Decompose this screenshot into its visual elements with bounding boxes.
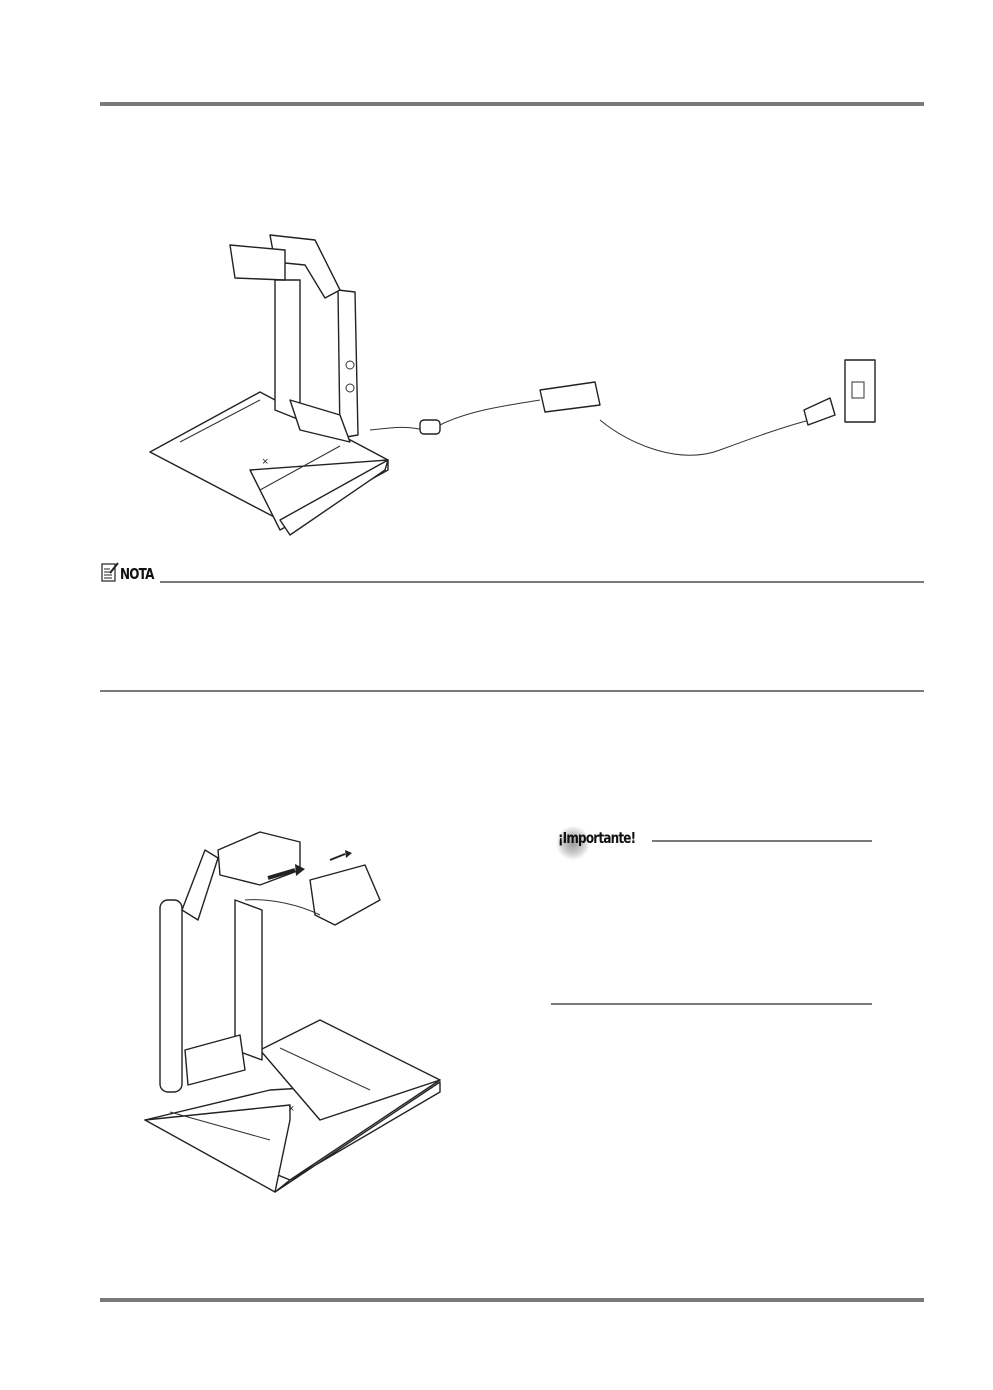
note-rule (160, 581, 924, 583)
section-divider (100, 690, 924, 692)
stand-with-ac-adapter-illustration: × (149, 234, 876, 536)
note-pencil-icon (101, 562, 119, 582)
note-heading: NOTA (120, 565, 154, 583)
svg-text:×: × (262, 456, 268, 468)
bottom-rule (100, 1298, 924, 1302)
important-glow-icon (556, 826, 590, 860)
important-heading: ¡Importante! (558, 829, 636, 847)
svg-text:×: × (288, 1103, 294, 1115)
important-top-rule (652, 840, 872, 842)
top-rule (100, 102, 924, 106)
important-bottom-rule (551, 1003, 872, 1005)
camera-mounting-illustration: × (144, 831, 441, 1193)
